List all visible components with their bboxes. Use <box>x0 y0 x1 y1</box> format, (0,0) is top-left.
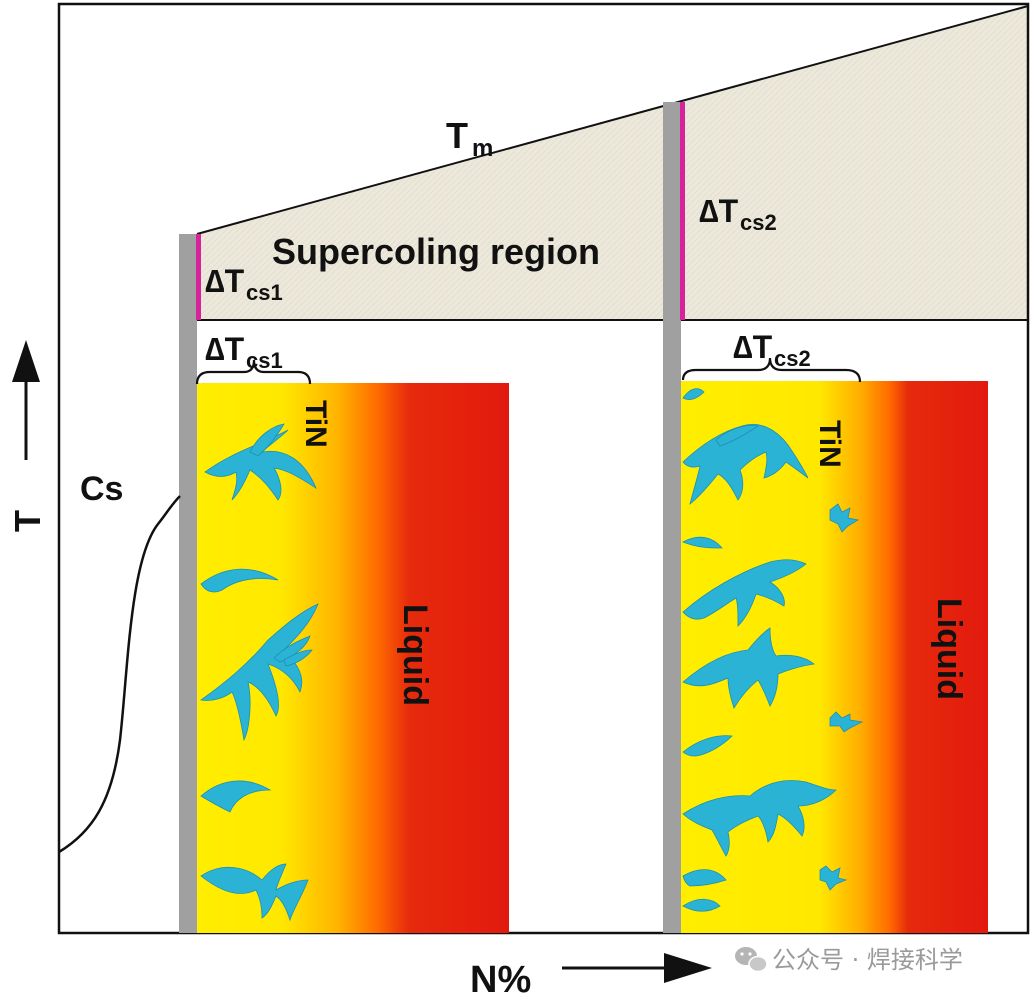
plot-frame <box>57 2 1030 935</box>
brace-1 <box>195 359 312 385</box>
wechat-icon <box>735 947 768 973</box>
tm-label-sub: m <box>472 135 493 162</box>
n-axis-arrowhead <box>664 953 712 983</box>
tin-dendrites-2 <box>682 388 864 912</box>
dtcs1-label-top-sub: cs1 <box>246 280 283 305</box>
dtcs1-label-brace: ∆T <box>205 331 245 367</box>
liquid-label-2: Liquid <box>930 598 968 700</box>
tm-line <box>196 5 1029 235</box>
solid-wall-1 <box>179 234 197 933</box>
supercooling-region <box>197 6 1028 320</box>
tin-label-1: TiN <box>299 400 332 448</box>
dtcs1-label-top: ∆T <box>205 263 245 299</box>
dtcs1-label-brace-sub: cs1 <box>246 348 283 373</box>
liquid-label-1: Liquid <box>396 604 434 706</box>
dtcs2-label-top: ∆T <box>699 193 739 229</box>
melt-pool-1 <box>197 383 509 933</box>
watermark-text: 公众号 · 焊接科学 <box>772 946 963 974</box>
supercooling-region-label: Supercoling region <box>272 231 600 272</box>
dtcs2-label-brace-sub: cs2 <box>774 346 811 371</box>
dtcs2-label-top-sub: cs2 <box>740 210 777 235</box>
tin-dendrites-1 <box>200 423 319 922</box>
t-axis-label: T <box>7 510 48 532</box>
cs-label: Cs <box>80 470 123 508</box>
solid-wall-2 <box>663 102 681 933</box>
dtcs2-marker <box>680 102 685 320</box>
tm-label: T <box>446 115 468 156</box>
brace-2 <box>681 357 862 383</box>
n-axis-label: N% <box>470 959 531 999</box>
dtcs2-label-brace: ∆T <box>733 329 773 365</box>
t-axis-arrowhead <box>12 340 40 382</box>
cs-curve <box>58 495 181 854</box>
dtcs1-marker <box>196 234 201 320</box>
tin-label-2: TiN <box>813 420 846 468</box>
